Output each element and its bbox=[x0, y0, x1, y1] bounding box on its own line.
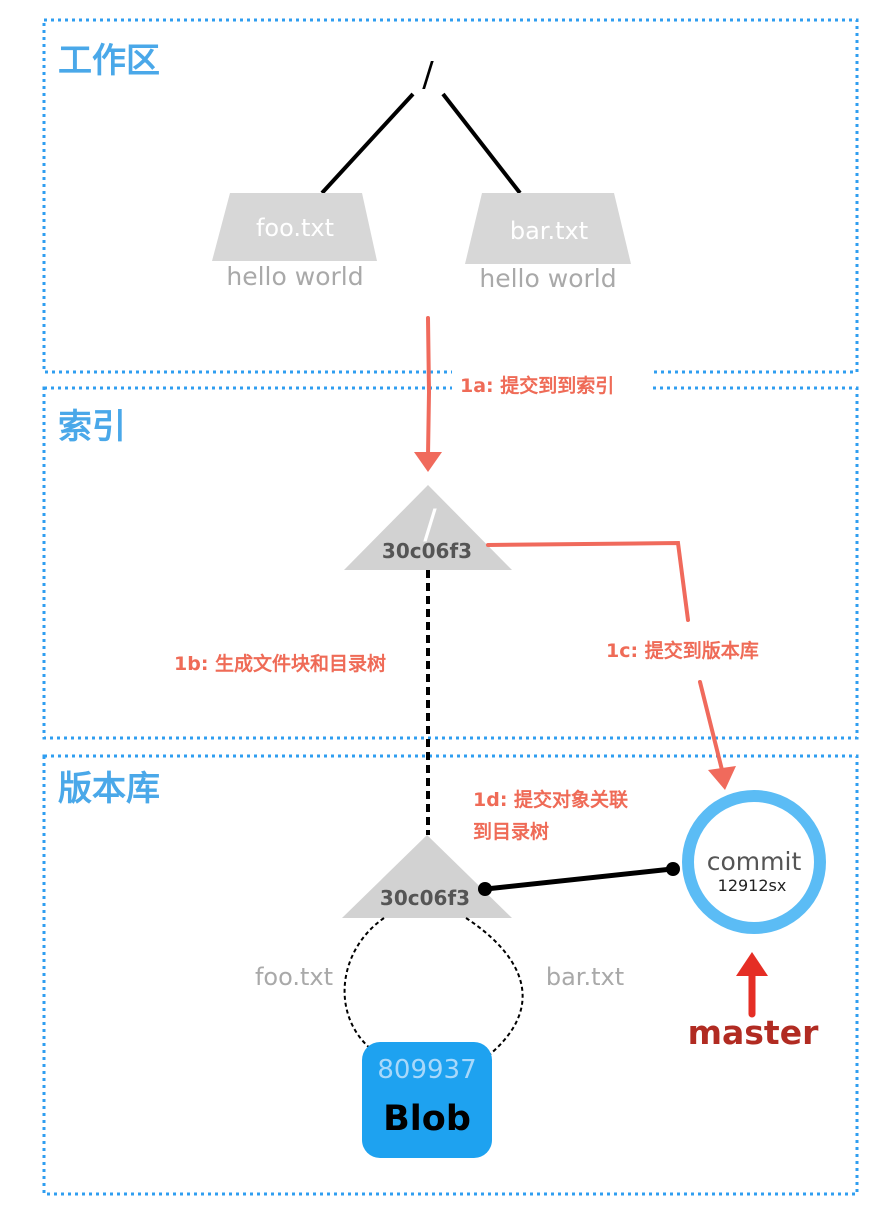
repository-zone-title: 版本库 bbox=[58, 769, 160, 809]
commit-label: commit bbox=[707, 847, 802, 876]
foo-edge-curve bbox=[343, 917, 385, 1051]
step-1d-label-line1: 1d: 提交对象关联 bbox=[473, 788, 628, 811]
tree-commit-link-line bbox=[485, 866, 673, 892]
commit-ring bbox=[682, 790, 826, 934]
root-to-bar-line bbox=[441, 92, 522, 195]
foo-file-content: hello world bbox=[226, 262, 363, 291]
bar-edge-label: bar.txt bbox=[546, 963, 624, 991]
index-tree-hash: 30c06f3 bbox=[382, 539, 472, 563]
index-zone-title: 索引 bbox=[58, 407, 126, 447]
master-arrow-head bbox=[736, 952, 768, 976]
tree-link-dot bbox=[478, 882, 492, 896]
step-1b-label: 1b: 生成文件块和目录树 bbox=[174, 652, 386, 675]
blob-hash: 809937 bbox=[377, 1055, 476, 1085]
step-1a-arrow-line bbox=[426, 316, 432, 458]
blob-box bbox=[362, 1042, 492, 1158]
foo-edge-label: foo.txt bbox=[255, 963, 333, 991]
index-tree-shape bbox=[344, 485, 512, 570]
repo-tree-shape bbox=[342, 835, 512, 918]
root-to-foo-line bbox=[320, 92, 415, 195]
foo-file-name: foo.txt bbox=[256, 214, 334, 242]
step-1c-arrow-line bbox=[486, 540, 724, 772]
step-1c-arrow-head bbox=[708, 766, 736, 790]
step-1c-label: 1c: 提交到版本库 bbox=[606, 639, 759, 662]
bar-edge-curve bbox=[465, 917, 524, 1057]
bar-file-name: bar.txt bbox=[510, 217, 588, 245]
workspace-zone-title: 工作区 bbox=[58, 41, 160, 81]
master-branch-label: master bbox=[688, 1013, 819, 1052]
foo-file-shape bbox=[212, 193, 377, 261]
step-1c-label-bg bbox=[598, 632, 788, 672]
workspace-root-slash: / bbox=[422, 55, 434, 95]
bar-file-shape bbox=[465, 193, 631, 264]
blob-label: Blob bbox=[383, 1099, 471, 1139]
index-tree-slash: / bbox=[423, 502, 437, 548]
step-1a-label-bg bbox=[452, 368, 652, 400]
commit-id: 12912sx bbox=[718, 876, 787, 895]
index-zone bbox=[42, 386, 859, 740]
step-1a-arrow-head bbox=[414, 452, 442, 472]
repo-tree-hash: 30c06f3 bbox=[380, 886, 470, 910]
step-1d-label-line2: 到目录树 bbox=[473, 820, 549, 843]
bar-file-content: hello world bbox=[479, 264, 616, 293]
repository-zone bbox=[42, 754, 859, 1196]
commit-link-dot bbox=[666, 862, 680, 876]
step-1a-label: 1a: 提交到到索引 bbox=[460, 374, 614, 397]
workspace-zone bbox=[42, 18, 859, 374]
